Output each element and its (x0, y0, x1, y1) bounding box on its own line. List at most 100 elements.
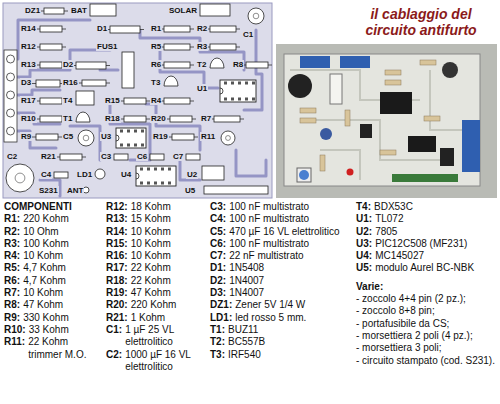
parts-row: LD1:led rosso 5 mm. (210, 312, 348, 324)
part-code: R13: (106, 213, 128, 225)
component-outline (242, 62, 272, 68)
component-outline (220, 80, 256, 102)
component-outline (206, 26, 240, 32)
component-outline (160, 62, 194, 68)
part-value: modulo Aurel BC-NBK (375, 262, 474, 274)
component-outline (200, 4, 230, 16)
parts-column: COMPONENTIR1:220 KohmR2:10 OhmR3:100 Koh… (4, 201, 98, 361)
parts-row: R10:33 Kohm (4, 324, 98, 336)
part-label: T1 (62, 114, 73, 123)
part-label: R15 (104, 96, 121, 105)
part-value: MC145027 (375, 250, 424, 262)
part-value: 47 Kohm (23, 299, 63, 311)
component-outline (36, 44, 66, 50)
component-outline (122, 52, 134, 88)
parts-row: R5:4,7 Kohm (4, 262, 98, 274)
pcb-traces (10, 20, 266, 196)
list-heading: COMPONENTI (4, 201, 98, 213)
part-value: 100 Kohm (23, 238, 69, 250)
part-code: R17: (106, 262, 128, 274)
component-outline (160, 98, 194, 104)
parts-row: R19:47 Kohm (106, 287, 206, 299)
component-outline (206, 44, 240, 50)
part-value: 10 Ohm (23, 226, 59, 238)
part-code: R9: (4, 312, 20, 324)
part-label: C1 (242, 30, 254, 39)
component-outline (40, 8, 68, 14)
parts-row: T2:BC557B (210, 336, 348, 348)
part-code: D1: (210, 262, 226, 274)
part-label: D2 (62, 60, 74, 69)
part-label: FUS1 (96, 42, 118, 51)
part-code: R4: (4, 250, 20, 262)
part-code: R5: (4, 262, 20, 274)
part-value: 100 nF multistrato (229, 201, 309, 213)
part-code: C7: (210, 250, 226, 262)
part-label: S231 (38, 186, 59, 195)
parts-row: DZ1:Zener 5V 1/4 W (210, 299, 348, 311)
part-code: DZ1: (210, 299, 232, 311)
part-code: C4: (210, 213, 226, 225)
part-label: U3 (100, 132, 112, 141)
parts-row: T4:BDX53C (356, 201, 498, 213)
parts-row: R12:18 Kohm (106, 201, 206, 213)
part-label: U1 (196, 84, 208, 93)
component-outline (36, 26, 66, 32)
component-outline (186, 154, 200, 160)
part-value: 22 nF multistrato (229, 250, 303, 262)
part-value: 100 nF multistrato (229, 238, 309, 250)
part-label: R7 (200, 114, 212, 123)
part-value: 10 Kohm (23, 250, 63, 262)
part-value: 1N4007 (229, 287, 264, 299)
parts-row: R1:220 Kohm (4, 213, 98, 225)
part-code: R21: (106, 312, 128, 324)
part-code: R10: (4, 324, 26, 336)
part-code: C5: (210, 226, 226, 238)
part-code: R11: (4, 336, 25, 361)
part-value: 15 Kohm (131, 213, 171, 225)
part-code: T2: (210, 336, 225, 348)
part-value: 1 Kohm (131, 312, 165, 324)
part-label: C4 (40, 170, 52, 179)
parts-row: R15:10 Kohm (106, 238, 206, 250)
part-code: U4: (356, 250, 372, 262)
part-label: R1 (150, 24, 162, 33)
component-outline (78, 130, 94, 146)
part-label: R8 (232, 60, 244, 69)
part-label: LD1 (76, 170, 93, 179)
part-label: ANT (66, 186, 84, 195)
part-value: 1 µF 25 VL elettrolitico (125, 324, 206, 349)
part-label: T2 (196, 60, 207, 69)
part-code: R15: (106, 238, 128, 250)
parts-row: C6:100 nF multistrato (210, 238, 348, 250)
parts-row: R3:100 Kohm (4, 238, 98, 250)
misc-item: - portafusibile da CS; (356, 318, 498, 330)
parts-row: R2:10 Ohm (4, 226, 98, 238)
part-code: U2: (356, 226, 372, 238)
component-outline (116, 128, 146, 148)
component-outline (166, 116, 196, 122)
parts-row: R21:1 Kohm (106, 312, 206, 324)
part-label: U5 (184, 186, 196, 195)
board-photo (276, 44, 497, 198)
part-code: LD1: (210, 312, 232, 324)
part-value: 4,7 Kohm (23, 262, 66, 274)
part-code: R1: (4, 213, 20, 225)
part-code: R7: (4, 287, 20, 299)
part-label: R16 (62, 78, 79, 87)
component-outline (164, 76, 178, 86)
part-label: R21 (40, 152, 57, 161)
part-value: BUZ11 (228, 324, 258, 336)
part-label: T4 (62, 96, 73, 105)
part-label: R12 (20, 42, 37, 51)
parts-row: R6:4,7 Kohm (4, 275, 98, 287)
part-value: 330 Kohm (23, 312, 69, 324)
part-value: 470 µF 16 VL elettrolitico (229, 226, 339, 238)
parts-row: U3:PIC12C508 (MF231) (356, 238, 498, 250)
component-outline (6, 164, 34, 192)
part-code: R18: (106, 275, 128, 287)
parts-row: U2:7805 (356, 226, 498, 238)
parts-row: U4:MC145027 (356, 250, 498, 262)
component-outline (72, 62, 110, 69)
part-value: 22 Kohm trimmer M.O. (28, 336, 98, 361)
